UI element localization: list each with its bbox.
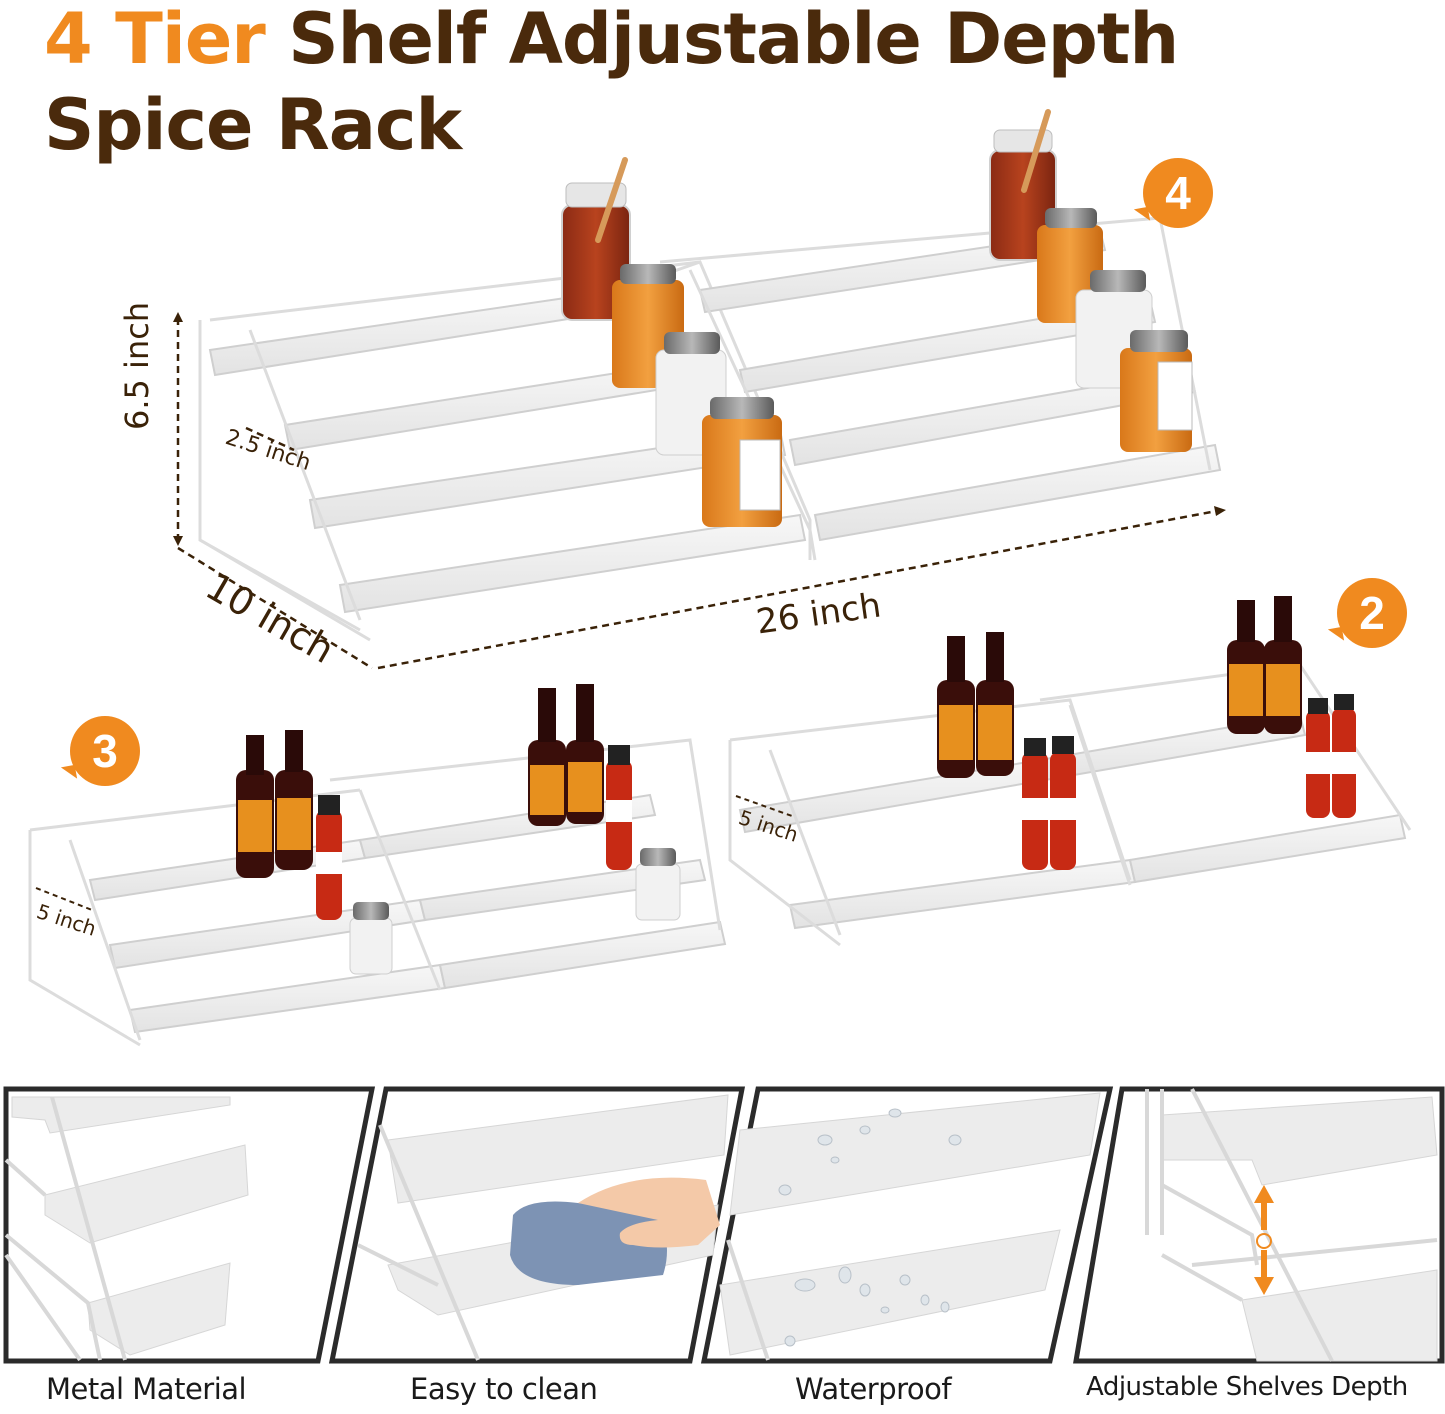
- caption-waterproof: Waterproof: [795, 1372, 952, 1406]
- three-tier-rack-image: [28, 684, 727, 1047]
- two-tier-rack-image: [728, 596, 1412, 947]
- feature-panel-easy-to-clean: [328, 1085, 748, 1365]
- caption-metal-material: Metal Material: [46, 1372, 247, 1406]
- caption-easy-to-clean: Easy to clean: [410, 1372, 598, 1406]
- headline-line-2: Spice Rack: [44, 84, 462, 166]
- caption-adjustable-shelves-depth: Adjustable Shelves Depth: [1086, 1372, 1408, 1402]
- headline-line-1: 4 Tier Shelf Adjustable Depth: [44, 4, 1179, 74]
- tier-count-badge-4: 4: [1143, 158, 1213, 228]
- water-droplets-icon: [700, 1086, 1114, 1364]
- headline-rest: Shelf Adjustable Depth: [264, 0, 1179, 80]
- headline-accent: 4 Tier: [44, 0, 266, 80]
- wire-shelf-closeup-icon: [3, 1086, 376, 1364]
- adjustable-depth-icon: [1073, 1086, 1445, 1364]
- feature-captions: Metal Material Easy to clean Waterproof …: [0, 1370, 1445, 1414]
- feature-panel-adjustable-depth: [1072, 1085, 1445, 1365]
- feature-panels: [0, 1085, 1445, 1365]
- four-tier-rack-image: [173, 109, 1226, 670]
- feature-panel-metal-material: [0, 1085, 380, 1365]
- tier-count-badge-2: 2: [1337, 578, 1407, 648]
- feature-panel-waterproof: [700, 1085, 1120, 1365]
- tier-count-badge-3: 3: [70, 716, 140, 786]
- height-dimension-label: 6.5 inch: [118, 301, 156, 430]
- hand-wiping-towel-icon: [328, 1086, 746, 1364]
